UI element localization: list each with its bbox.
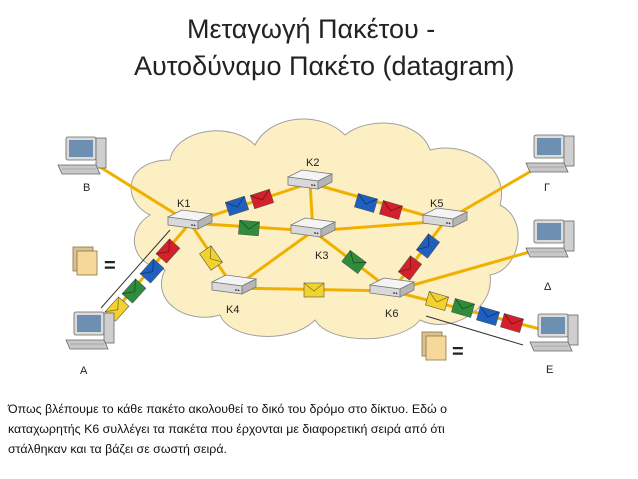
packet-envelope-icon [397, 255, 423, 281]
title-line-2: Αυτοδύναμο Πακέτο (datagram) [134, 51, 515, 81]
packet-envelope-icon [476, 306, 500, 326]
computer-icon-a [65, 311, 115, 350]
packet-envelope-icon [500, 313, 524, 333]
packet-envelope-icon [451, 298, 475, 318]
document-stack-icon-k6 [421, 331, 447, 361]
packet-envelope-icon [415, 233, 441, 259]
bracket-line-a [100, 229, 171, 309]
packet-envelope-icon [238, 219, 260, 237]
router-label-k3: Κ3 [315, 250, 328, 262]
router-label-k4: Κ4 [226, 304, 239, 316]
caption-line-1: Όπως βλέπουμε το κάθε πακέτο ακολουθεί τ… [8, 402, 448, 416]
computer-icon-b [57, 136, 107, 175]
packet-envelope-icon [155, 238, 181, 264]
packet-envelope-icon [199, 245, 223, 271]
packet-envelope-icon [224, 195, 250, 217]
packet-envelope-icon [341, 249, 367, 275]
router-label-k1: Κ1 [177, 198, 190, 210]
host-label-d: Δ [544, 281, 552, 293]
router-label-k6: Κ6 [385, 308, 398, 320]
host-label-g: Γ [544, 182, 550, 194]
bracket-line-k6 [425, 315, 524, 346]
packet-envelope-icon [249, 188, 275, 210]
packets [104, 188, 524, 333]
packet-envelope-icon [139, 258, 165, 284]
router-label-k2: Κ2 [306, 157, 319, 169]
network-diagram: Κ1 Κ2 Κ3 Κ4 Κ5 Κ6 Β Γ Δ Α Ε = = [57, 118, 579, 377]
host-label-e: Ε [546, 364, 553, 376]
caption-line-2: καταχωρητής Κ6 συλλέγει τα πακέτα που έρ… [8, 422, 445, 436]
router-label-k5: Κ5 [430, 198, 443, 210]
equals-sign-a: = [104, 255, 116, 277]
computer-icon-d [525, 219, 575, 258]
packet-envelope-icon [303, 282, 325, 298]
host-label-a: Α [80, 365, 88, 377]
equals-sign-k6: = [452, 341, 464, 363]
document-stack-icon-a [72, 246, 98, 276]
packet-envelope-icon [379, 200, 403, 220]
computer-icon-e [529, 313, 579, 352]
packet-envelope-icon [121, 278, 147, 304]
packet-envelope-icon [354, 193, 378, 213]
caption-line-3: στάλθηκαν και τα βάζει σε σωστή σειρά. [8, 442, 227, 456]
title-line-1: Μεταγωγή Πακέτου - [187, 14, 436, 44]
caption: Όπως βλέπουμε το κάθε πακέτο ακολουθεί τ… [8, 399, 628, 459]
computer-icon-g [525, 134, 575, 173]
host-label-b: Β [83, 182, 90, 194]
packet-envelope-icon [425, 291, 449, 311]
